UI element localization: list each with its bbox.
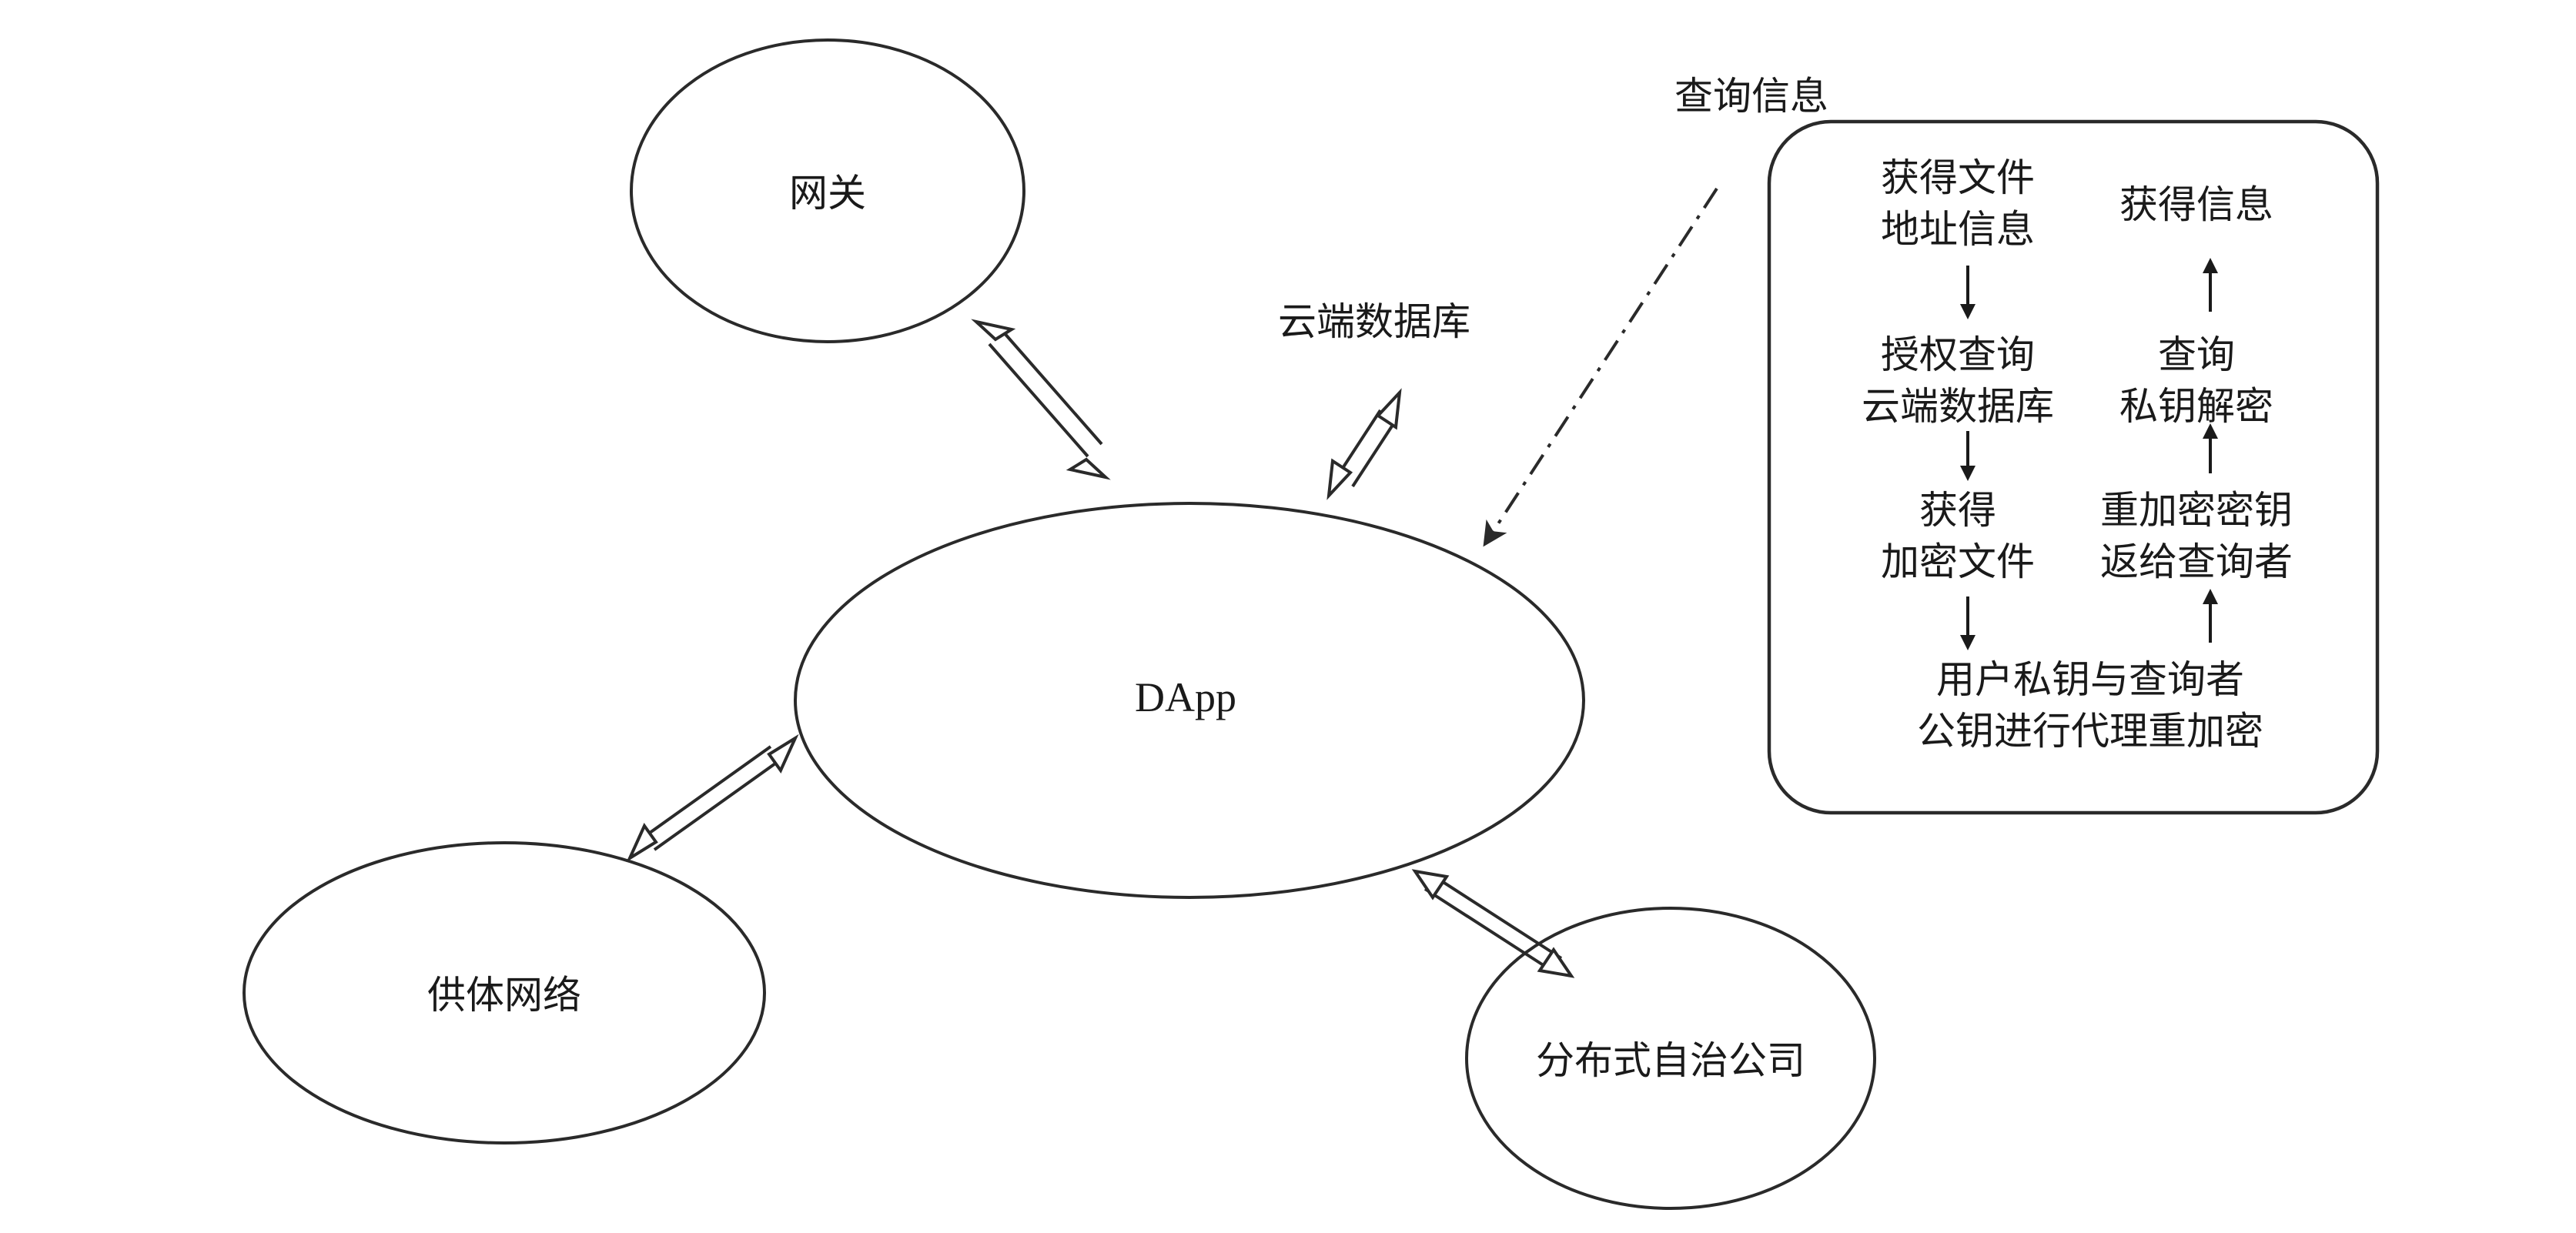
flow-left-step1-line2: 地址信息	[1881, 207, 2035, 252]
edge-supply-dapp	[626, 733, 799, 863]
node-dao-label: 分布式自治公司	[1536, 1038, 1805, 1083]
flow-right-step1-line2: 返给查询者	[2100, 540, 2293, 584]
query-info-label: 查询信息	[1674, 74, 1828, 119]
node-cloud-db-label: 云端数据库	[1278, 299, 1470, 344]
node-gateway: 网关	[630, 38, 1025, 343]
edge-dapp-dao	[1411, 869, 1575, 978]
node-dao: 分布式自治公司	[1465, 907, 1876, 1210]
flow-right-step2-line2: 私钥解密	[2119, 384, 2273, 429]
flow-left-step1-line1: 获得文件	[1881, 155, 2035, 200]
flow-right-step1-line1: 重加密密钥	[2100, 488, 2293, 533]
node-supply-network-label: 供体网络	[427, 973, 581, 1017]
flow-left-step2-line2: 云端数据库	[1862, 384, 2054, 429]
edge-gateway-dapp	[971, 319, 1111, 480]
flow-left-step3-line2: 加密文件	[1881, 540, 2035, 584]
flow-right-step3-line1: 获得信息	[2119, 182, 2273, 227]
node-supply-network: 供体网络	[243, 841, 766, 1144]
node-dapp-label: DApp	[1135, 674, 1236, 720]
flow-right-step2-line1: 查询	[2158, 332, 2235, 377]
query-arrow	[1483, 187, 1718, 547]
node-dapp: DApp	[794, 502, 1585, 899]
flow-left-step2-line1: 授权查询	[1881, 332, 2035, 377]
process-flow-box: 获得文件 地址信息 授权查询 云端数据库 获得 加密文件 用户私钥与查询者 公钥…	[1767, 119, 2380, 815]
flow-bottom-line2: 公钥进行代理重加密	[1917, 709, 2263, 754]
flow-left-step3-line1: 获得	[1919, 488, 1996, 533]
edge-clouddb-dapp	[1326, 388, 1402, 500]
node-gateway-label: 网关	[789, 171, 866, 216]
flow-bottom-line1: 用户私钥与查询者	[1936, 657, 2244, 702]
